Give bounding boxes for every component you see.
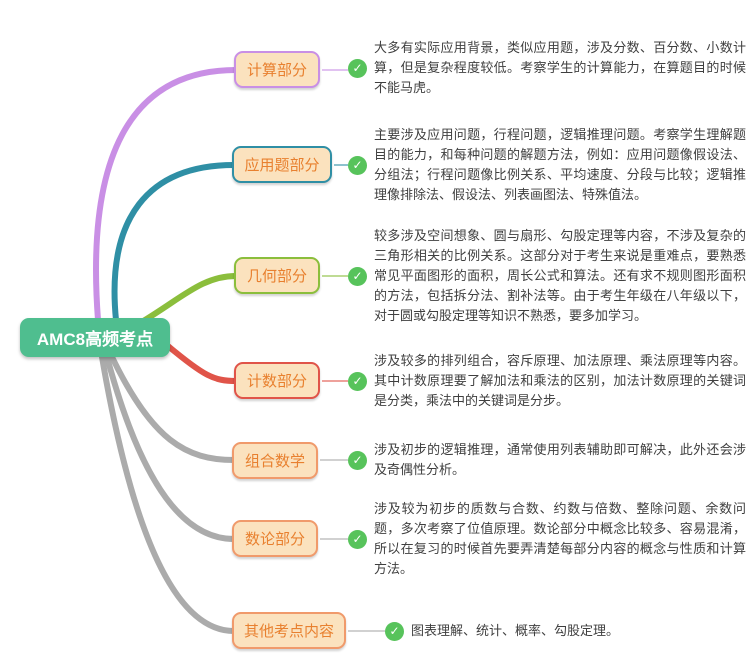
topic-node-calculation[interactable]: 计算部分 <box>234 51 320 88</box>
note-row[interactable]: ✓ 涉及较为初步的质数与合数、约数与倍数、整除问题、余数问题，多次考察了位值原理… <box>348 501 746 576</box>
note-text: 主要涉及应用问题，行程问题，逻辑推理问题。考察学生理解题目的能力，和每种问题的解… <box>374 127 746 202</box>
check-icon: ✓ <box>348 155 367 175</box>
branch-curve-3 <box>137 273 239 326</box>
branch-curve-7 <box>99 354 237 634</box>
topic-node-combinatorics[interactable]: 组合数学 <box>232 442 318 479</box>
note-row[interactable]: ✓ 主要涉及应用问题，行程问题，逻辑推理问题。考察学生理解题目的能力，和每种问题… <box>348 117 746 213</box>
note-row[interactable]: ✓ 大多有实际应用背景，类似应用题，涉及分数、百分数、小数计算，但是复杂程度较低… <box>348 36 746 100</box>
topic-node-counting[interactable]: 计数部分 <box>234 362 320 399</box>
note-text: 涉及较为初步的质数与合数、约数与倍数、整除问题、余数问题，多次考察了位值原理。数… <box>374 501 746 576</box>
note-row[interactable]: ✓ 涉及初步的逻辑推理，通常使用列表辅助即可解决，此外还会涉及奇偶性分析。 <box>348 438 746 482</box>
topic-node-geometry[interactable]: 几何部分 <box>234 257 320 294</box>
note-text: 图表理解、统计、概率、勾股定理。 <box>411 623 620 638</box>
branch-curve-5 <box>109 354 237 463</box>
note-row[interactable]: ✓ 图表理解、统计、概率、勾股定理。 <box>385 613 619 649</box>
note-text: 大多有实际应用背景，类似应用题，涉及分数、百分数、小数计算，但是复杂程度较低。考… <box>374 40 746 95</box>
check-icon: ✓ <box>348 529 367 549</box>
check-icon: ✓ <box>385 621 404 641</box>
topic-node-number-theory[interactable]: 数论部分 <box>232 520 318 557</box>
topic-node-other-topics[interactable]: 其他考点内容 <box>232 612 346 649</box>
note-row[interactable]: ✓ 较多涉及空间想象、圆与扇形、勾股定理等内容，不涉及复杂的三角形相关的比例关系… <box>348 228 746 324</box>
branch-curve-1 <box>93 67 239 323</box>
branch-curve-6 <box>104 354 237 542</box>
check-icon: ✓ <box>348 266 367 286</box>
note-text: 涉及较多的排列组合，容斥原理、加法原理、乘法原理等内容。其中计数原理要了解加法和… <box>374 353 746 408</box>
topic-node-word-problems[interactable]: 应用题部分 <box>232 146 332 183</box>
note-text: 较多涉及空间想象、圆与扇形、勾股定理等内容，不涉及复杂的三角形相关的比例关系。这… <box>374 228 746 323</box>
central-topic-node[interactable]: AMC8高频考点 <box>20 318 170 357</box>
check-icon: ✓ <box>348 450 367 470</box>
branch-curve-2 <box>111 162 237 323</box>
branch-curve-4 <box>165 343 239 384</box>
note-row[interactable]: ✓ 涉及较多的排列组合，容斥原理、加法原理、乘法原理等内容。其中计数原理要了解加… <box>348 351 746 411</box>
check-icon: ✓ <box>348 58 367 78</box>
check-icon: ✓ <box>348 371 367 391</box>
note-text: 涉及初步的逻辑推理，通常使用列表辅助即可解决，此外还会涉及奇偶性分析。 <box>374 442 746 477</box>
